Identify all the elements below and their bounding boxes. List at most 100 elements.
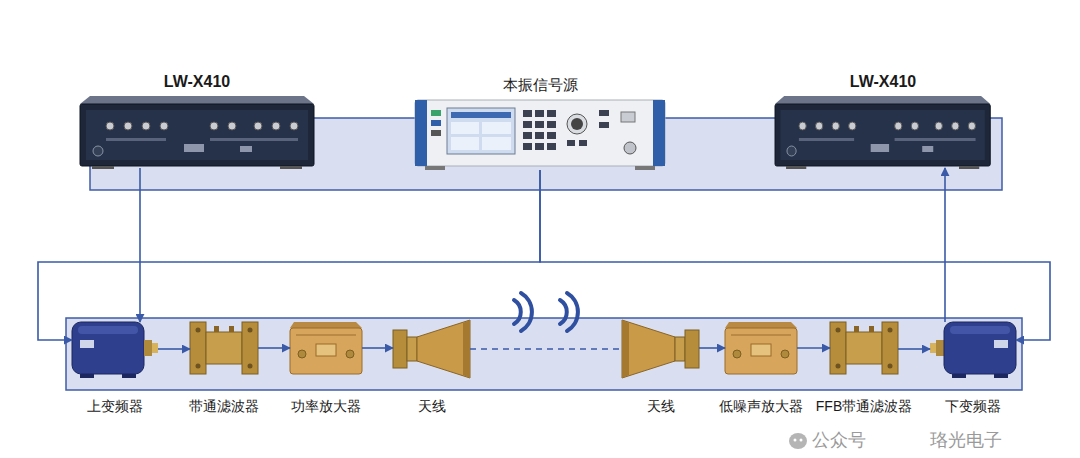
upconverter-picture [80,340,94,348]
wireless-symbol [514,293,578,331]
component-label: 下变频器 [945,398,1001,415]
horn-antenna-picture [417,320,470,378]
signal-source-picture [425,166,445,170]
signal-source-picture [579,140,587,146]
lna-picture [725,322,797,374]
ffb-filter-picture [830,322,898,374]
upconverter-picture [152,343,158,353]
signal-source-picture [547,121,556,128]
component-node: 带通滤波器 [190,320,258,376]
downconverter-picture [994,340,1008,348]
instrument-node: 本振信号源 [415,100,665,170]
horn-antenna-picture [407,337,417,361]
horn-antenna-picture [393,330,407,368]
wechat-icon [789,433,807,449]
component-label: 功率放大器 [291,398,361,415]
signal-source-picture [451,112,511,118]
bandpass-filter-picture [190,322,258,374]
signal-source-picture [567,140,575,146]
wechat-icon [789,433,807,449]
signal-source-picture [547,143,556,150]
lna-picture [725,322,797,374]
signal-source-picture [447,108,515,154]
horn-antenna-picture [463,320,470,378]
instrument-label: LW-X410 [164,72,230,91]
signal-source-picture [523,121,532,128]
horn-antenna-picture [622,320,675,378]
upconverter-picture [80,374,94,378]
rf-chain-band [66,318,1022,390]
wechat-icon [794,439,797,442]
wireless-symbol [560,300,567,324]
signal-source-picture [451,137,479,150]
signal-source-picture [535,132,544,139]
horn-antenna-picture [675,337,685,361]
watermark: 公众号 [812,430,866,452]
power-amplifier-picture [290,322,362,374]
signal-source-picture [415,100,665,166]
signal-connector [797,347,830,349]
lw-x410-picture [80,96,314,169]
signal-source-picture [599,122,609,128]
signal-connector [158,348,190,350]
upconverter-picture [72,322,158,378]
signal-source-picture [482,122,511,134]
signal-source-picture [624,142,636,154]
lw-x410-picture [80,96,314,169]
signal-source-picture [535,121,544,128]
signal-source-picture [431,130,441,136]
ffb-filter-picture [830,322,898,374]
wechat-icon [800,439,803,442]
upconverter-picture [122,374,136,378]
signal-source-picture [415,100,427,166]
component-node: 下变频器 [930,322,1016,378]
component-node: 天线 [622,320,699,378]
downconverter-picture [930,322,1016,378]
signal-source-picture [431,120,441,126]
signal-source-picture [547,132,556,139]
signal-source-picture [653,100,665,166]
signal-source-picture [415,100,665,170]
wireless-symbol [567,293,578,331]
wireless-symbol [521,293,532,331]
component-node: 上变频器 [72,322,158,378]
signal-connector [362,347,393,349]
signal-source-picture [547,110,556,117]
horn-antenna-picture [393,320,470,378]
signal-source-picture [482,137,511,150]
downconverter-picture [952,374,966,378]
signal-connector [258,347,290,349]
downconverter-picture [994,374,1008,378]
instrument-node: LW-X410 [775,96,991,168]
signal-connector [944,168,946,322]
upconverter-picture [144,340,152,356]
signal-source-picture [523,143,532,150]
lw-x410-picture [775,96,990,169]
instrument-node: LW-X410 [80,96,314,168]
horn-antenna-picture [622,320,699,378]
downconverter-picture [950,326,1010,334]
signal-connector [699,347,725,349]
signal-connector [470,348,622,350]
watermark: 珞光电子 [930,430,1002,452]
downconverter-picture [936,340,944,356]
signal-source-picture [567,114,587,134]
wireless-symbol [514,300,521,324]
signal-source-picture [621,112,635,122]
component-label: 天线 [647,398,675,415]
horn-antenna-picture [622,320,629,378]
signal-source-picture [635,166,655,170]
signal-source-picture [535,143,544,150]
signal-connector [540,170,1050,340]
component-node: FFB带通滤波器 [830,320,898,376]
upconverter-picture [72,322,144,374]
signal-connector [898,348,930,350]
downconverter-picture [944,322,1016,374]
component-label: 低噪声放大器 [719,398,803,415]
component-label: 带通滤波器 [189,398,259,415]
bandpass-filter-picture [190,322,258,374]
signal-source-picture [523,110,532,117]
component-label: 天线 [418,398,446,415]
